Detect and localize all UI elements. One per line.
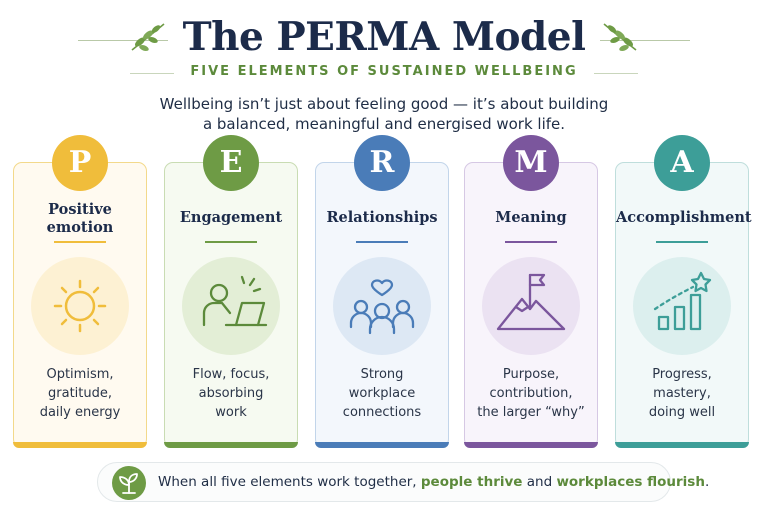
person-at-laptop-icon (202, 275, 268, 327)
card-title-line-1: Engagement (179, 209, 283, 226)
card-relationships: R Relationships Strong workplace connect… (315, 135, 449, 448)
intro-text: Wellbeing isn’t just about feeling good … (114, 94, 654, 134)
desc-line: Progress, (652, 367, 712, 382)
card-description: Purpose, contribution, the larger “why” (465, 365, 597, 422)
footer-text-mid: and (526, 474, 553, 490)
desc-line: gratitude, (48, 386, 112, 401)
card-meaning: M Meaning Purpose, contribution, the lar… (464, 135, 598, 448)
page-title: The PERMA Model (182, 14, 586, 60)
letter-badge-p: P (52, 135, 108, 191)
letter-badge-a: A (654, 135, 710, 191)
title-underline (356, 241, 408, 243)
card-description: Progress, mastery, doing well (616, 365, 748, 422)
icon-disc (31, 257, 129, 355)
intro-line-2: a balanced, meaningful and energised wor… (202, 115, 566, 133)
letter-badge-m: M (503, 135, 559, 191)
card-accent-bar (13, 442, 147, 448)
mountain-flag-icon (496, 273, 566, 331)
desc-line: doing well (648, 405, 716, 420)
footer-text-post: . (704, 474, 710, 490)
title-underline (205, 241, 257, 243)
desc-line: connections (342, 405, 422, 420)
footer-banner: When all five elements work together, pe… (97, 462, 709, 502)
subtitle-rule-left (130, 73, 174, 74)
footer-highlight-people-thrive: people thrive (420, 474, 523, 490)
intro-line-1: Wellbeing isn’t just about feeling good … (159, 95, 609, 113)
desc-line: Flow, focus, (192, 367, 270, 382)
desc-line: Optimism, (46, 367, 114, 382)
card-title: Engagement (165, 209, 297, 227)
card-description: Optimism, gratitude, daily energy (14, 365, 146, 422)
footer-highlight-workplaces-flourish: workplaces flourish (556, 474, 705, 490)
icon-disc (333, 257, 431, 355)
footer-message: When all five elements work together, pe… (158, 474, 709, 490)
card-accent-bar (164, 442, 298, 448)
page-subtitle: FIVE ELEMENTS OF SUSTAINED WELLBEING (190, 64, 578, 79)
card-title-line-1: Relationships (326, 209, 438, 226)
header: The PERMA Model FIVE ELEMENTS OF SUSTAIN… (0, 0, 768, 90)
icon-disc (182, 257, 280, 355)
title-rule-right (600, 40, 690, 41)
card-engagement: E Engagement Flow, focus, absorbing work (164, 135, 298, 448)
desc-line: Strong (360, 367, 404, 382)
sprout-icon (119, 473, 138, 494)
desc-line: daily energy (39, 405, 121, 420)
card-title-line-1: Positive (48, 201, 112, 218)
letter-badge-e: E (203, 135, 259, 191)
title-rule-left (78, 40, 168, 41)
growth-chart-star-icon (653, 271, 712, 331)
card-title: Positive emotion (14, 201, 146, 237)
card-accent-bar (464, 442, 598, 448)
card-positive-emotion: P Positive emotion Optimism, gratitude, … (13, 135, 147, 448)
title-underline (505, 241, 557, 243)
card-title-line-1: Meaning (495, 209, 567, 226)
leaf-sprig-right-icon (603, 23, 637, 51)
card-title-line-1: Accomplishment (616, 209, 752, 226)
card-title: Meaning (465, 209, 597, 227)
desc-line: work (215, 405, 247, 420)
subtitle-rule-right (594, 73, 638, 74)
card-description: Flow, focus, absorbing work (165, 365, 297, 422)
desc-line: workplace (348, 386, 416, 401)
sun-icon (53, 279, 107, 333)
desc-line: the larger “why” (477, 405, 585, 420)
card-accent-bar (315, 442, 449, 448)
letter-badge-r: R (354, 135, 410, 191)
footer-icon-disc (112, 466, 146, 500)
footer-text-pre: When all five elements work together, (158, 474, 417, 490)
title-underline (656, 241, 708, 243)
icon-disc (633, 257, 731, 355)
card-title-line-2: emotion (46, 219, 114, 236)
desc-line: absorbing (198, 386, 264, 401)
icon-disc (482, 257, 580, 355)
title-underline (54, 241, 106, 243)
desc-line: Purpose, (502, 367, 560, 382)
people-heart-icon (349, 279, 415, 335)
card-title: Relationships (316, 209, 448, 227)
desc-line: contribution, (489, 386, 573, 401)
card-accomplishment: A Accomplishment Progress, mastery, doin… (615, 135, 752, 448)
card-accent-bar (615, 442, 749, 448)
card-title: Accomplishment (616, 209, 752, 227)
card-description: Strong workplace connections (316, 365, 448, 422)
desc-line: mastery, (653, 386, 711, 401)
leaf-sprig-left-icon (131, 23, 165, 51)
